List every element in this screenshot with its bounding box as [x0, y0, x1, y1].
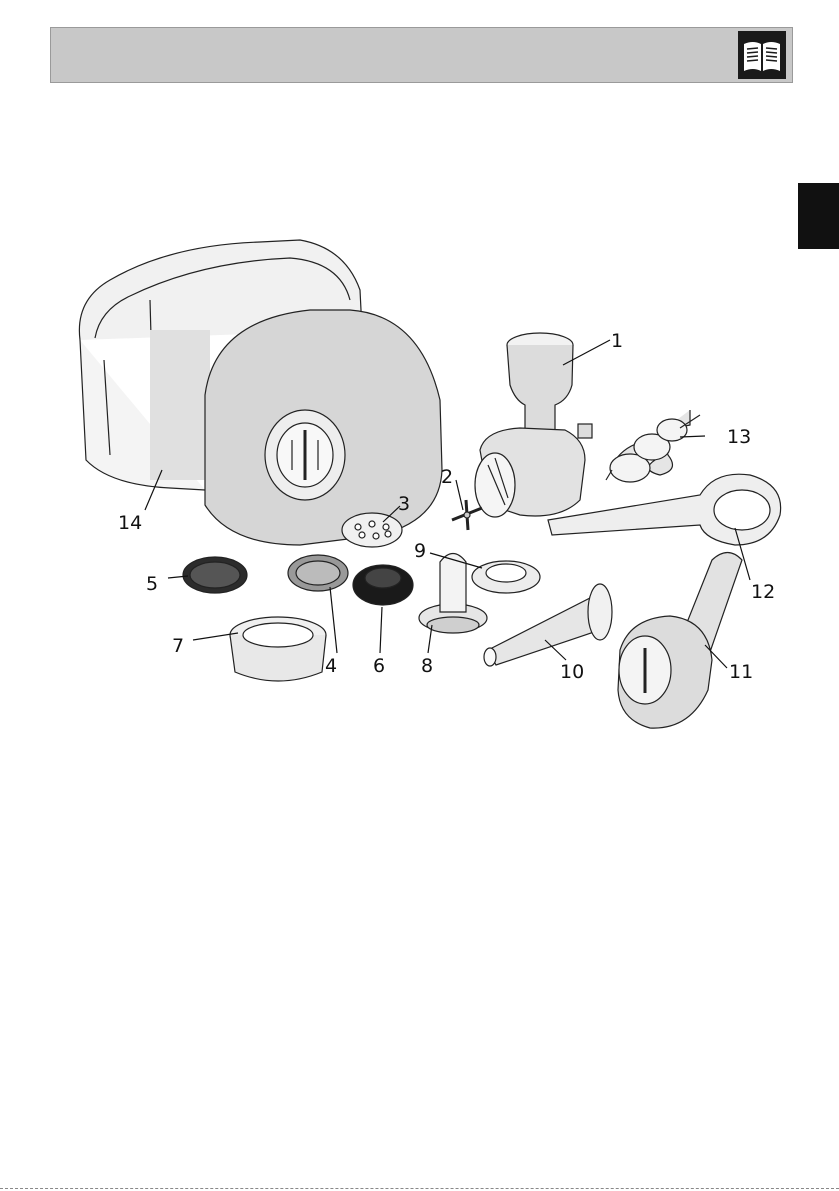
callout-12: 12: [751, 581, 775, 603]
callout-9: 9: [414, 540, 426, 562]
ring-nut: [230, 617, 326, 681]
spacer-ring: [472, 561, 540, 593]
burger-disc: [353, 565, 413, 605]
callout-4: 4: [325, 655, 337, 677]
worm-screw: [606, 410, 700, 482]
callout-7: 7: [172, 635, 184, 657]
callout-14: 14: [118, 512, 142, 534]
grinder-body: [475, 333, 592, 517]
kibbe-funnel: [618, 553, 742, 729]
callout-13: 13: [727, 426, 751, 448]
spanner-wrench: [548, 474, 781, 545]
callout-8: 8: [421, 655, 433, 677]
callout-10: 10: [560, 661, 584, 683]
cutting-blade: [452, 500, 482, 530]
plate-fine-holes: [183, 557, 247, 593]
page-bottom-rule: [0, 1188, 839, 1189]
callout-1: 1: [611, 330, 623, 352]
sausage-funnel: [484, 584, 612, 666]
plate-medium-holes: [288, 555, 348, 591]
callout-11: 11: [729, 661, 753, 683]
callout-2: 2: [441, 466, 453, 488]
sausage-adaptor: [419, 554, 487, 634]
callout-3: 3: [398, 493, 410, 515]
plate-large-holes: [342, 513, 402, 547]
callout-5: 5: [146, 573, 158, 595]
callout-6: 6: [373, 655, 385, 677]
